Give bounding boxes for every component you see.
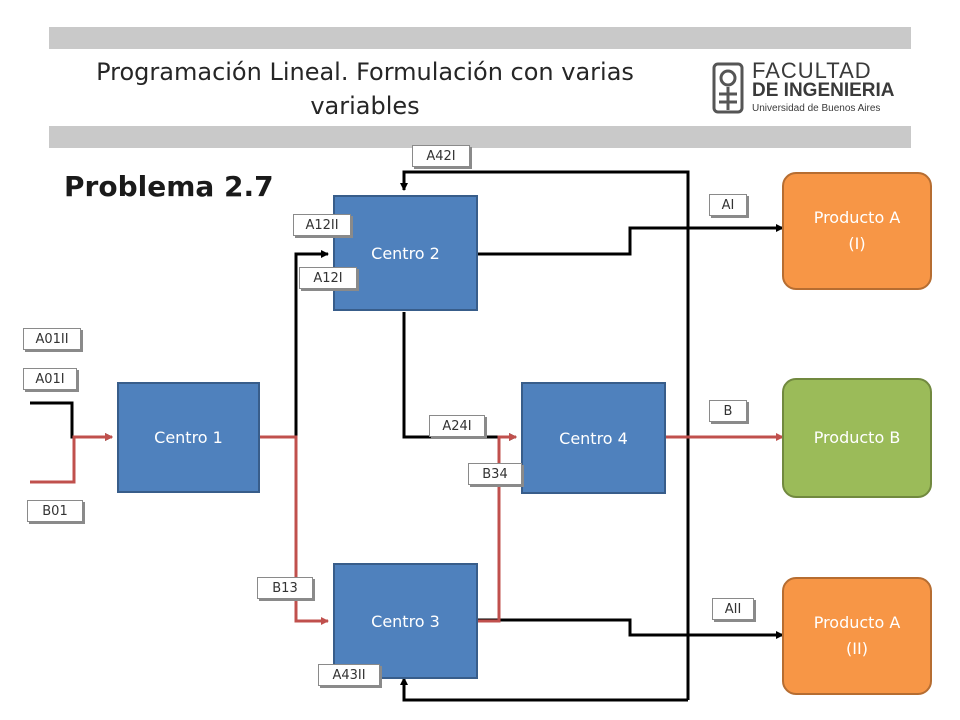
centro-4-node: Centro 4 bbox=[521, 382, 666, 494]
seal-icon bbox=[712, 62, 744, 114]
producto-a-ii-line2: (II) bbox=[846, 639, 868, 658]
label-b: B bbox=[709, 400, 747, 422]
header-band-top bbox=[49, 27, 911, 49]
producto-a-ii-node: Producto A (II) bbox=[782, 577, 932, 695]
producto-a-i-node: Producto A (I) bbox=[782, 172, 932, 290]
flow-b13 bbox=[260, 435, 329, 625]
flow-a43ii bbox=[400, 677, 688, 702]
producto-a-ii-line1: Producto A bbox=[813, 613, 901, 632]
label-a12i: A12I bbox=[299, 267, 357, 289]
label-a42i: A42I bbox=[412, 145, 470, 167]
label-a01i: A01I bbox=[23, 368, 77, 390]
centro-3-node: Centro 3 bbox=[333, 563, 478, 679]
centro-2-node: Centro 2 bbox=[333, 195, 478, 311]
label-aii: AII bbox=[712, 598, 754, 620]
logo-line2: DE INGENIERIA bbox=[752, 80, 895, 101]
flow-a24i bbox=[402, 312, 517, 441]
centro-1-node: Centro 1 bbox=[117, 382, 260, 493]
problem-heading: Problema 2.7 bbox=[64, 170, 274, 203]
label-ai: AI bbox=[709, 194, 747, 216]
label-a12ii: A12II bbox=[293, 214, 351, 236]
page-title: Programación Lineal. Formulación con var… bbox=[96, 58, 634, 120]
label-b34: B34 bbox=[468, 463, 522, 485]
header-band-bottom bbox=[49, 126, 911, 148]
label-b13: B13 bbox=[257, 577, 313, 599]
producto-a-i-line2: (I) bbox=[848, 234, 866, 253]
label-b01: B01 bbox=[27, 500, 83, 522]
label-a24i: A24I bbox=[429, 415, 485, 437]
label-a43ii: A43II bbox=[318, 664, 380, 686]
logo-line3: Universidad de Buenos Aires bbox=[752, 103, 881, 114]
producto-a-i-line1: Producto A bbox=[813, 208, 901, 227]
producto-b-node: Producto B bbox=[782, 378, 932, 498]
flow-b01 bbox=[30, 433, 113, 484]
flow-b34 bbox=[478, 433, 517, 623]
flow-a01i bbox=[30, 401, 113, 441]
logo-line1: FACULTAD bbox=[752, 58, 872, 83]
label-a01ii: A01II bbox=[23, 328, 81, 350]
flow-ai bbox=[478, 224, 784, 256]
faculty-logo: FACULTAD DE INGENIERIA Universidad de Bu… bbox=[710, 58, 900, 118]
flow-aii bbox=[478, 618, 784, 639]
